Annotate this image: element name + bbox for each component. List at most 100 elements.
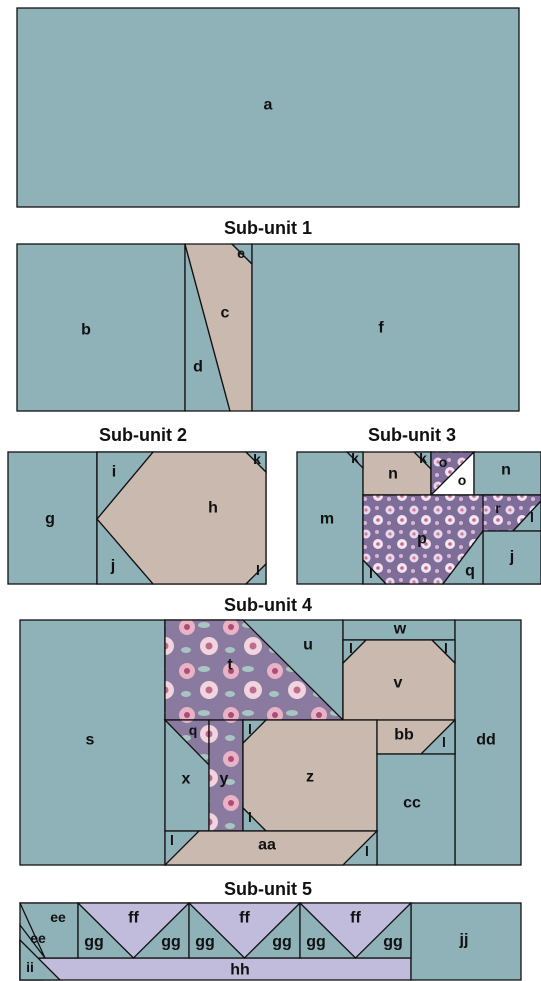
piece-h-label: h <box>208 500 218 517</box>
piece-l <box>244 562 267 585</box>
sub-unit-5-title: Sub-unit 5 <box>224 879 312 899</box>
piece-ff-label: ff <box>350 910 361 927</box>
piece-l-label-right: l <box>530 509 534 525</box>
piece-jj <box>410 902 522 981</box>
piece-hh <box>19 957 412 981</box>
piece-ee-label-top: ee <box>50 909 66 925</box>
piece-m <box>296 451 364 585</box>
piece-cc <box>376 753 456 866</box>
piece-z-label: z <box>306 769 314 786</box>
piece-l-label-s3: l <box>369 565 373 581</box>
sub-unit-2: g h i j k l <box>7 451 267 585</box>
piece-ff <box>76 902 191 959</box>
piece-ii-label: ii <box>26 959 34 975</box>
piece-aa-label: aa <box>258 837 276 854</box>
piece-k-label-left: k <box>351 450 359 466</box>
piece-gg-label-left: gg <box>306 934 326 951</box>
sub-unit-3-title: Sub-unit 3 <box>368 425 456 445</box>
piece-ff-label: ff <box>128 910 139 927</box>
piece-l-label-aa-right: l <box>365 843 369 859</box>
piece-l-w-right <box>430 639 456 665</box>
piece-n-left <box>362 451 432 496</box>
piece-i-label: i <box>112 464 116 481</box>
piece-b <box>16 243 186 412</box>
piece-r-label: r <box>495 500 501 516</box>
piece-p-label: p <box>417 531 427 548</box>
piece-a-label: a <box>264 97 273 114</box>
piece-gg-label-left: gg <box>84 934 104 951</box>
piece-n-right <box>473 451 541 496</box>
piece-f-label: f <box>378 320 384 337</box>
piece-s <box>19 619 166 866</box>
sub-unit-3: m n n k k o o p q r l l j <box>296 450 541 585</box>
piece-y <box>208 719 244 832</box>
piece-ff <box>187 902 302 959</box>
piece-f <box>251 243 520 412</box>
piece-c-label: c <box>221 305 230 322</box>
piece-l-label-w-left: l <box>349 640 353 656</box>
sub-unit-4: s t u w v l l dd q l x y z l bb l cc aa … <box>19 619 522 866</box>
piece-n-label-right: n <box>501 462 511 479</box>
piece-bb-label: bb <box>394 727 414 744</box>
piece-dd-label: dd <box>476 732 496 749</box>
piece-i <box>96 451 155 521</box>
piece-aa <box>163 830 379 866</box>
piece-d-label: d <box>193 359 203 376</box>
sub-unit-2-title: Sub-unit 2 <box>99 425 187 445</box>
piece-q-label-s4: q <box>189 722 198 738</box>
piece-y-label: y <box>220 771 229 788</box>
piece-m-label: m <box>320 511 334 528</box>
piece-a-group: a <box>16 7 520 208</box>
piece-ff-label: ff <box>239 910 250 927</box>
piece-dd <box>454 619 522 866</box>
piece-g-label: g <box>45 511 55 528</box>
piece-s-label: s <box>86 732 95 749</box>
piece-x-label: x <box>182 771 191 788</box>
piece-g <box>7 451 98 585</box>
piece-q-s3 <box>441 529 484 585</box>
piece-b-label: b <box>81 322 91 339</box>
piece-k-label: k <box>253 451 261 467</box>
piece-u-label: u <box>303 637 313 654</box>
piece-ff <box>298 902 413 959</box>
sub-unit-1-title: Sub-unit 1 <box>224 218 312 238</box>
piece-o-label-top: o <box>439 454 448 470</box>
piece-ii-tri <box>19 938 62 981</box>
piece-k <box>244 451 267 474</box>
piece-j <box>96 517 155 585</box>
piece-gg-label-left: gg <box>195 934 215 951</box>
piece-j-label: j <box>110 558 115 575</box>
piece-gg-label-right: gg <box>383 934 403 951</box>
piece-o-label-bottom: o <box>458 472 467 488</box>
sub-unit-1: b c d e f <box>16 243 520 412</box>
piece-l-label-bb: l <box>442 734 446 750</box>
sub-unit-4-title: Sub-unit 4 <box>224 595 312 615</box>
piece-l-label-y: l <box>248 721 252 737</box>
piece-e-label: e <box>237 245 245 261</box>
piece-l-w-left <box>342 639 368 665</box>
piece-j-s3 <box>482 530 541 585</box>
piece-l-label-aa-left: l <box>170 832 174 848</box>
piece-a <box>16 7 520 208</box>
piece-k-label-mid: k <box>419 450 427 466</box>
piece-t-label: t <box>227 657 233 674</box>
piece-j-label-s3: j <box>509 549 514 566</box>
piece-gg-label-right: gg <box>272 934 292 951</box>
piece-gg-label-right: gg <box>161 934 181 951</box>
piece-cc-label: cc <box>403 795 421 812</box>
piece-v-label: v <box>394 675 403 692</box>
piece-l-s3 <box>362 558 388 585</box>
piece-w-label: w <box>393 621 407 638</box>
piece-q-label-s3: q <box>465 563 475 580</box>
piece-ee-label-left: ee <box>30 930 46 946</box>
piece-hh-label: hh <box>230 962 250 979</box>
piece-l-z-top <box>242 719 268 745</box>
piece-l-label: l <box>256 562 260 578</box>
piece-o-top <box>430 451 476 497</box>
piece-l-label-w-right: l <box>444 640 448 656</box>
piece-jj-label: jj <box>459 932 469 949</box>
piece-l-label-z: l <box>248 809 252 825</box>
piece-n-label-left: n <box>388 466 398 483</box>
